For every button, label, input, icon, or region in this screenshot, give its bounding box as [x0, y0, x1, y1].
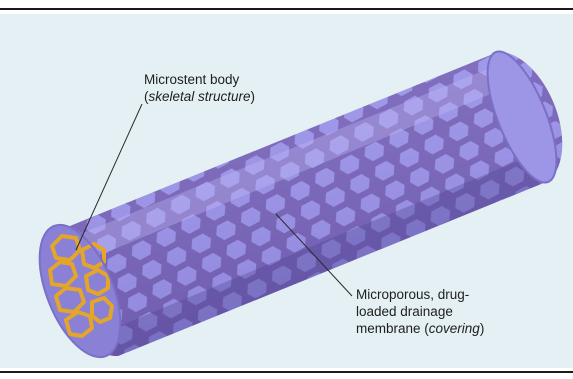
label-body-line2: (skeletal structure) — [144, 88, 344, 105]
label-membrane: Microporous, drug- loaded drainage membr… — [356, 286, 546, 337]
top-rule — [0, 8, 573, 10]
figure-panel: Microstent body (skeletal structure) Mic… — [0, 14, 573, 368]
label-body-italic: skeletal structure — [149, 89, 251, 104]
label-microstent-body: Microstent body (skeletal structure) — [144, 71, 344, 105]
bottom-rule — [0, 371, 573, 373]
label-membrane-italic: covering — [429, 321, 480, 336]
label-membrane-line2: loaded drainage — [356, 303, 546, 320]
label-membrane-line1: Microporous, drug- — [356, 286, 546, 303]
label-membrane-line3: membrane (covering) — [356, 320, 546, 337]
label-body-line1: Microstent body — [144, 71, 344, 88]
